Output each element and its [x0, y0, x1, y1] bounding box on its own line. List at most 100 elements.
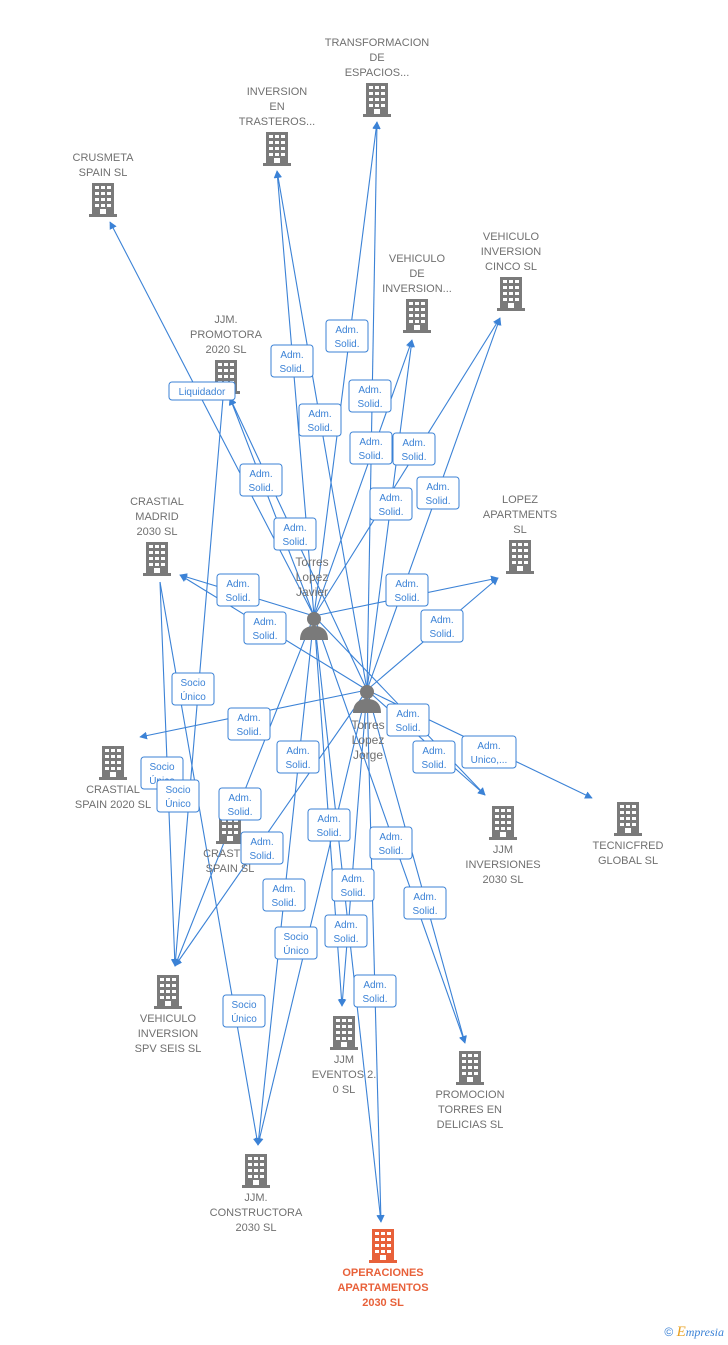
- building-icon: [143, 542, 171, 576]
- building-icon: [330, 1016, 358, 1050]
- relation-label[interactable]: Adm.Solid.: [331, 868, 375, 902]
- relation-box: [416, 476, 460, 510]
- edge-p1-to-c_transformacion: [313, 121, 380, 617]
- relation-label[interactable]: Adm.Unico,...: [461, 735, 517, 769]
- company-label-line: PROMOTORA: [190, 329, 263, 341]
- relation-label[interactable]: Adm.Solid.: [353, 974, 397, 1008]
- relation-label[interactable]: Adm.Solid.: [369, 487, 413, 521]
- company-label-line: EVENTOS 2.: [312, 1069, 377, 1081]
- relation-box: [239, 463, 283, 497]
- relation-label[interactable]: Adm. Solid.: [240, 831, 284, 865]
- building-icon: [489, 806, 517, 840]
- building-icon: [456, 1051, 484, 1085]
- copyright-brand[interactable]: © Empresia: [664, 1324, 724, 1341]
- relation-text-line: Adm.: [250, 837, 273, 848]
- company-label-line: MADRID: [135, 511, 178, 523]
- relation-label[interactable]: Adm.Solid.: [348, 379, 392, 413]
- company-label-line: INVERSION...: [382, 283, 452, 295]
- company-label-line: 2030 SL: [483, 874, 524, 886]
- relation-text-line: Solid.: [249, 851, 274, 862]
- relation-label[interactable]: Adm.Solid.: [325, 319, 369, 353]
- relation-box: [298, 403, 342, 437]
- relation-label[interactable]: Adm.Solid.: [420, 609, 464, 643]
- relation-label[interactable]: Adm.Solid.: [349, 431, 393, 465]
- relation-label[interactable]: Adm.Solid.: [369, 826, 413, 860]
- relation-text-line: Adm.: [395, 579, 418, 590]
- relation-text-line: Solid.: [340, 888, 365, 899]
- relation-label[interactable]: Adm. Solid.: [239, 463, 283, 497]
- relation-box: [243, 611, 287, 645]
- relation-label[interactable]: Adm.Solid.: [218, 787, 262, 821]
- relation-label[interactable]: Adm.Solid.: [385, 573, 429, 607]
- relation-label[interactable]: Adm.Solid.: [403, 886, 447, 920]
- relation-text-line: Solid.: [279, 364, 304, 375]
- relation-label[interactable]: Adm.Solid.: [270, 344, 314, 378]
- relation-text-line: Adm.: [308, 409, 331, 420]
- relation-label[interactable]: Adm.Solid.: [216, 573, 260, 607]
- relation-text-line: Adm.: [286, 746, 309, 757]
- relation-label[interactable]: Adm.Solid.: [298, 403, 342, 437]
- relation-text-line: Adm.: [249, 469, 272, 480]
- relation-text-line: Adm.: [477, 741, 500, 752]
- company-label-line: 2030 SL: [236, 1222, 277, 1234]
- relation-box: [274, 926, 318, 960]
- company-label-line: VEHICULO: [140, 1013, 197, 1025]
- company-node-vehiculo-inv[interactable]: VEHICULODEINVERSION...: [382, 253, 452, 333]
- company-node-trasteros[interactable]: INVERSIONENTRASTEROS...: [239, 86, 315, 166]
- relation-text-line: Único: [165, 797, 191, 810]
- relation-box: [218, 787, 262, 821]
- building-icon: [154, 975, 182, 1009]
- relation-label[interactable]: Liquidador: [168, 381, 236, 401]
- relation-box: [461, 735, 517, 769]
- relation-label[interactable]: Adm.Solid.: [307, 808, 351, 842]
- building-icon: [497, 277, 525, 311]
- relation-label[interactable]: Adm.Solid.: [386, 703, 430, 737]
- relation-label[interactable]: Adm.Solid.: [324, 914, 368, 948]
- copyright-symbol: ©: [664, 1325, 674, 1339]
- relation-label[interactable]: Adm.Solid.: [416, 476, 460, 510]
- company-label-line: SPAIN 2020 SL: [75, 799, 151, 811]
- relation-text-line: Adm.: [226, 579, 249, 590]
- relation-label[interactable]: Adm.Solid.: [276, 740, 320, 774]
- relation-text-line: Adm.: [272, 884, 295, 895]
- relation-label[interactable]: Adm.Solid.: [392, 432, 436, 466]
- relation-label[interactable]: Adm.Solid.: [273, 517, 317, 551]
- relation-label[interactable]: Adm.Solid.: [262, 878, 306, 912]
- relation-box: [385, 573, 429, 607]
- relation-text-line: Adm.: [283, 523, 306, 534]
- company-label-line: JJM.: [214, 314, 237, 326]
- relation-label[interactable]: Adm.Solid.: [243, 611, 287, 645]
- relation-box: [222, 994, 266, 1028]
- company-label-line: CRUSMETA: [73, 152, 135, 164]
- relation-box: [353, 974, 397, 1008]
- relation-label[interactable]: Adm.Solid.: [227, 707, 271, 741]
- person-label-line: Javier: [296, 585, 328, 599]
- edge-p2-to-c_jjm_eventos: [338, 689, 368, 1007]
- person-label-line: Jorge: [353, 748, 383, 762]
- relation-label[interactable]: Adm.Solid.: [412, 740, 456, 774]
- building-icon: [89, 183, 117, 217]
- building-icon: [614, 802, 642, 836]
- company-node-transformacion[interactable]: TRANSFORMACIONDEESPACIOS...: [325, 37, 430, 117]
- relation-text-line: Solid.: [248, 483, 273, 494]
